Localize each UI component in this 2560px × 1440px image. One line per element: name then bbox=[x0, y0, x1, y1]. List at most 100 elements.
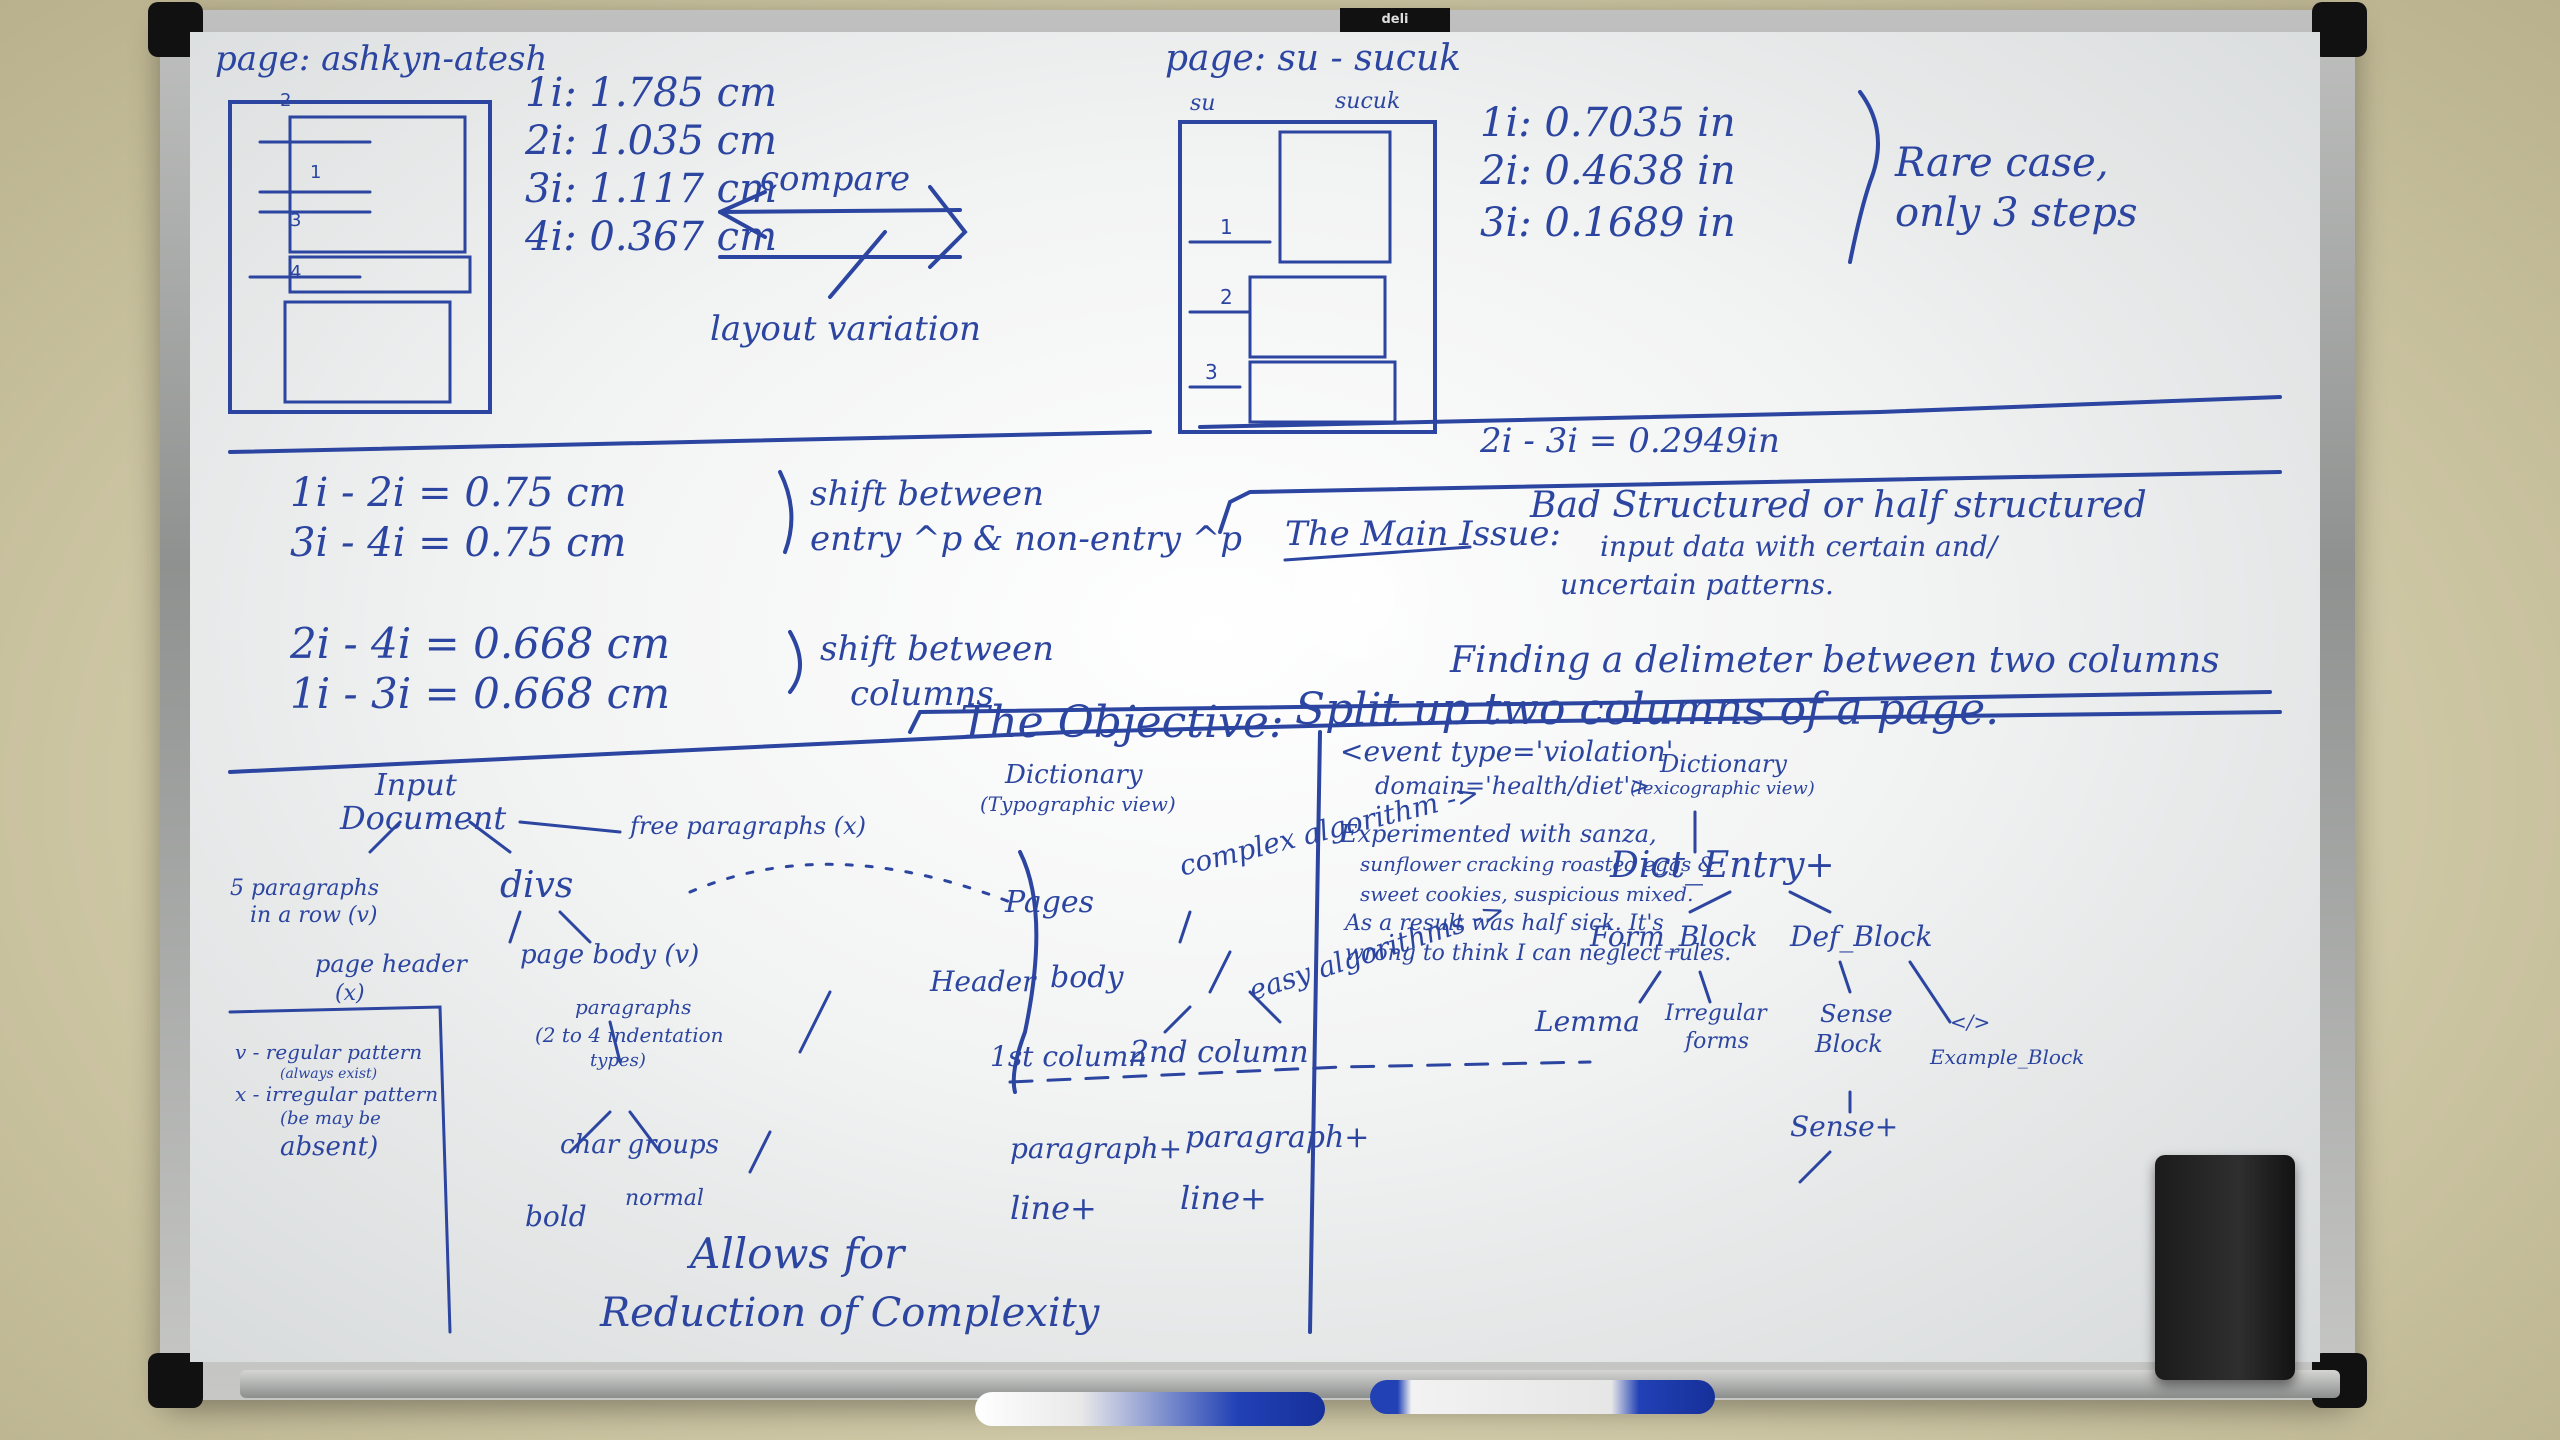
paragraph-left: paragraph+ bbox=[1010, 1132, 1183, 1165]
measurement-3i: 3i: 1.117 cm bbox=[525, 166, 777, 212]
legend-line-2: (always exist) bbox=[280, 1066, 378, 1082]
shift-columns-2: 1i - 3i = 0.668 cm bbox=[290, 669, 671, 718]
note-line-2: domain='health/diet'> bbox=[1375, 772, 1651, 800]
whiteboard-surface: page: ashkyn-atesh 2 1 3 4 1i: 1.785 cm … bbox=[190, 32, 2320, 1362]
dictionary-typographic-1: Dictionary bbox=[1005, 760, 1143, 790]
measurement-su-1i: 1i: 0.7035 in bbox=[1480, 100, 1736, 146]
def-block-label: Def_Block bbox=[1790, 920, 1933, 953]
sketch-label-3: 3 bbox=[290, 210, 302, 231]
sketch-label-1-right: 1 bbox=[1220, 215, 1233, 239]
pages-label: Pages bbox=[1005, 885, 1095, 920]
free-paragraphs: free paragraphs (x) bbox=[630, 812, 867, 840]
paragraphs-in-row-2: in a row (v) bbox=[250, 903, 378, 928]
main-issue-line-3: uncertain patterns. bbox=[1560, 568, 1834, 601]
ink-strokes bbox=[228, 90, 2282, 1334]
layout-variation-label: layout variation bbox=[710, 309, 981, 349]
note-line-4: sunflower cracking roasted eggs & bbox=[1360, 852, 1716, 876]
shift-columns-label-2: columns bbox=[850, 674, 994, 714]
compare-label: compare bbox=[760, 159, 911, 199]
shift-entry-label-2: entry ^p & non-entry ^p bbox=[810, 519, 1243, 559]
legend-line-5: absent) bbox=[280, 1132, 379, 1162]
input-document-line-1: Input bbox=[375, 768, 457, 803]
shift-entry-label-1: shift between bbox=[810, 474, 1045, 514]
shift-entry-2: 3i - 4i = 0.75 cm bbox=[290, 520, 627, 566]
whiteboard-eraser[interactable] bbox=[2155, 1155, 2295, 1380]
char-groups: char groups bbox=[560, 1130, 719, 1160]
measurement-4i: 4i: 0.367 cm bbox=[525, 214, 777, 260]
line-right: line+ bbox=[1180, 1179, 1267, 1217]
objective-text: Split up two columns of a page. bbox=[1295, 684, 2000, 735]
header-label: Header bbox=[930, 965, 1036, 998]
note-line-7: wrong to think I can neglect rules. bbox=[1345, 941, 1732, 966]
page-title-su-sucuk: page: su - sucuk bbox=[1165, 38, 1461, 79]
note-line-5: sweet cookies, suspicious mixed. bbox=[1360, 882, 1694, 906]
main-issue-line-1: Bad Structured or half structured bbox=[1530, 485, 2147, 526]
column-label-sucuk: sucuk bbox=[1335, 89, 1401, 114]
marker-pen-left[interactable] bbox=[975, 1392, 1325, 1426]
whiteboard-frame: deli bbox=[148, 2, 2367, 1408]
lemma-label: Lemma bbox=[1535, 1005, 1640, 1038]
allows-for: Allows for bbox=[690, 1229, 905, 1278]
measurement-su-3i: 3i: 0.1689 in bbox=[1480, 200, 1736, 246]
brand-label: deli bbox=[1340, 8, 1450, 32]
paragraphs-indent-2: (2 to 4 indentation bbox=[535, 1023, 724, 1047]
sketch-label-2-right: 2 bbox=[1220, 285, 1233, 309]
column-label-su: su bbox=[1190, 91, 1216, 116]
reduction-of-complexity: Reduction of Complexity bbox=[600, 1290, 1100, 1336]
sense-label: Sense+ bbox=[1790, 1110, 1899, 1143]
paragraphs-indent-3: types) bbox=[590, 1050, 646, 1071]
measurement-1i: 1i: 1.785 cm bbox=[525, 70, 777, 116]
sketch-label-1: 1 bbox=[310, 162, 322, 183]
page-body: page body (v) bbox=[520, 940, 700, 970]
irregular-forms-2: forms bbox=[1685, 1029, 1750, 1054]
page-header-2: (x) bbox=[335, 981, 365, 1006]
dict-entry-label: Dict_Entry+ bbox=[1610, 845, 1835, 886]
page-header-1: page header bbox=[315, 950, 467, 978]
main-issue-line-2: input data with certain and/ bbox=[1600, 530, 1998, 563]
dictionary-typographic-2: (Typographic view) bbox=[980, 792, 1176, 816]
legend-line-4: (be may be bbox=[280, 1108, 381, 1129]
note-line-3: Experimented with sanza, bbox=[1340, 820, 1657, 848]
shift-columns-1: 2i - 4i = 0.668 cm bbox=[290, 619, 671, 668]
example-block-2: Example_Block bbox=[1930, 1045, 2085, 1069]
shift-entry-1: 1i - 2i = 0.75 cm bbox=[290, 470, 627, 516]
difference-2i-3i: 2i - 3i = 0.2949in bbox=[1480, 421, 1780, 461]
body-label: body bbox=[1050, 960, 1124, 995]
sense-block-2: Block bbox=[1815, 1030, 1883, 1058]
example-block-1: </> bbox=[1950, 1010, 1991, 1034]
note-line-1: <event type='violation' bbox=[1340, 735, 1674, 768]
sketch-label-3-right: 3 bbox=[1205, 360, 1218, 384]
rare-case-line-1: Rare case, bbox=[1895, 140, 2109, 186]
line-left: line+ bbox=[1010, 1189, 1097, 1227]
legend-line-1: v - regular pattern bbox=[235, 1040, 423, 1064]
sense-block-1: Sense bbox=[1820, 1000, 1893, 1028]
paragraph-right: paragraph+ bbox=[1185, 1120, 1370, 1155]
sketch-label-2: 2 bbox=[280, 90, 292, 111]
marker-pen-right[interactable] bbox=[1370, 1380, 1715, 1414]
first-column-label: 1st column bbox=[990, 1040, 1147, 1073]
rare-case-line-2: only 3 steps bbox=[1895, 190, 2138, 236]
measurement-su-2i: 2i: 0.4638 in bbox=[1480, 148, 1736, 194]
frame-corner-bottom-left bbox=[148, 1353, 203, 1408]
paragraphs-in-row-1: 5 paragraphs bbox=[230, 876, 380, 901]
divs-label: divs bbox=[500, 865, 574, 906]
page-title-ashkyn-atesh: page: ashkyn-atesh bbox=[215, 39, 548, 79]
light-glare bbox=[1270, 512, 1440, 682]
second-column-label: 2nd column bbox=[1130, 1035, 1309, 1070]
sketch-label-4: 4 bbox=[290, 262, 302, 283]
dictionary-lexicographic-2: (lexicographic view) bbox=[1630, 778, 1815, 799]
input-document-line-2: Document bbox=[340, 799, 507, 837]
note-line-6: As a result was half sick. It's bbox=[1345, 911, 1664, 936]
shift-columns-label-1: shift between bbox=[820, 629, 1055, 669]
form-block-label: Form_Block bbox=[1590, 920, 1758, 953]
normal-label: normal bbox=[625, 1186, 704, 1211]
delimiter-text: Finding a delimeter between two columns bbox=[1450, 640, 2220, 681]
measurement-2i: 2i: 1.035 cm bbox=[525, 118, 777, 164]
bold-label: bold bbox=[525, 1200, 587, 1233]
objective-label: The Objective: bbox=[960, 697, 1284, 748]
frame-corner-top-right bbox=[2312, 2, 2367, 57]
legend-line-3: x - irregular pattern bbox=[235, 1082, 439, 1106]
paragraphs-indent-1: paragraphs bbox=[575, 995, 692, 1019]
irregular-forms-1: Irregular bbox=[1665, 1001, 1767, 1026]
main-issue-label: The Main Issue: bbox=[1285, 514, 1561, 554]
